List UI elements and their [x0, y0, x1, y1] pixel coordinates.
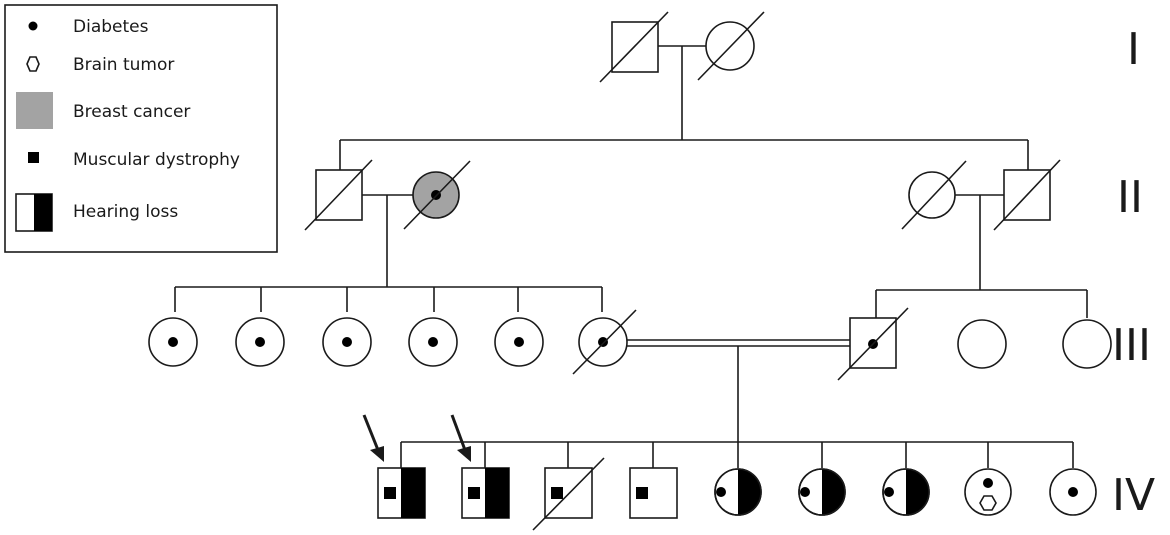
diabetes-dot-icon: [28, 21, 38, 31]
individual-iv-8-female-diabetes-brain-tumor: [964, 468, 1012, 516]
legend-label-diabetes: Diabetes: [73, 17, 149, 37]
generation-label-ii: II: [1117, 172, 1143, 223]
individual-iii-1-female-diabetes: [148, 317, 198, 367]
legend: Diabetes Brain tumor Breast cancer Muscu…: [4, 4, 278, 253]
generation-label-iii: III: [1112, 320, 1151, 371]
breast-cancer-gray-square-icon: [16, 92, 53, 129]
legend-label-brain-tumor: Brain tumor: [73, 55, 174, 75]
legend-label-muscular-dystrophy: Muscular dystrophy: [73, 150, 240, 170]
individual-iv-3-deceased-male-muscular-dystrophy: [532, 457, 605, 531]
generation-label-i: I: [1127, 24, 1140, 75]
proband-arrow-icon: [450, 414, 471, 462]
generation-i: [339, 11, 1029, 170]
individual-iv-7-female-diabetes-hearing-loss: [882, 468, 930, 516]
individual-i-1-deceased-male: [599, 11, 669, 83]
legend-label-breast-cancer: Breast cancer: [73, 102, 190, 122]
individual-iv-1-male-muscular-dystrophy-hearing-loss: [377, 467, 426, 519]
proband-arrow-icon: [362, 414, 384, 462]
individual-iv-2-male-muscular-dystrophy-hearing-loss: [461, 467, 510, 519]
generation-ii: [304, 159, 1061, 290]
individual-iii-9-female: [1062, 319, 1112, 369]
individual-ii-3-deceased-female: [901, 160, 967, 230]
individual-iv-5-female-diabetes-hearing-loss: [714, 468, 762, 516]
individual-iii-4-female-diabetes: [408, 317, 458, 367]
individual-ii-2-deceased-female-breast-cancer-diabetes: [403, 160, 471, 230]
individual-iv-6-female-diabetes-hearing-loss: [798, 468, 846, 516]
individual-i-2-deceased-female: [697, 11, 765, 81]
hearing-loss-half-filled-icon: [15, 193, 53, 232]
individual-iii-2-female-diabetes: [235, 317, 285, 367]
generation-iv: [362, 414, 1097, 531]
generation-label-iv: IV: [1112, 470, 1155, 521]
individual-ii-4-deceased-male: [993, 159, 1061, 231]
individual-iv-9-female-diabetes: [1049, 468, 1097, 516]
consanguineous-marriage-line: [627, 339, 850, 347]
generation-iii: [148, 286, 1112, 442]
individual-iii-6-deceased-female-diabetes: [572, 309, 637, 375]
muscular-dystrophy-square-icon: [28, 152, 39, 163]
brain-tumor-hexagon-icon: [26, 56, 40, 72]
individual-ii-1-deceased-male: [304, 159, 373, 231]
individual-iii-5-female-diabetes: [494, 317, 544, 367]
legend-label-hearing-loss: Hearing loss: [73, 202, 178, 222]
individual-iv-4-male-muscular-dystrophy: [629, 467, 678, 519]
individual-iii-3-female-diabetes: [322, 317, 372, 367]
individual-iii-7-deceased-male-diabetes: [837, 307, 909, 381]
individual-iii-8-female: [957, 319, 1007, 369]
